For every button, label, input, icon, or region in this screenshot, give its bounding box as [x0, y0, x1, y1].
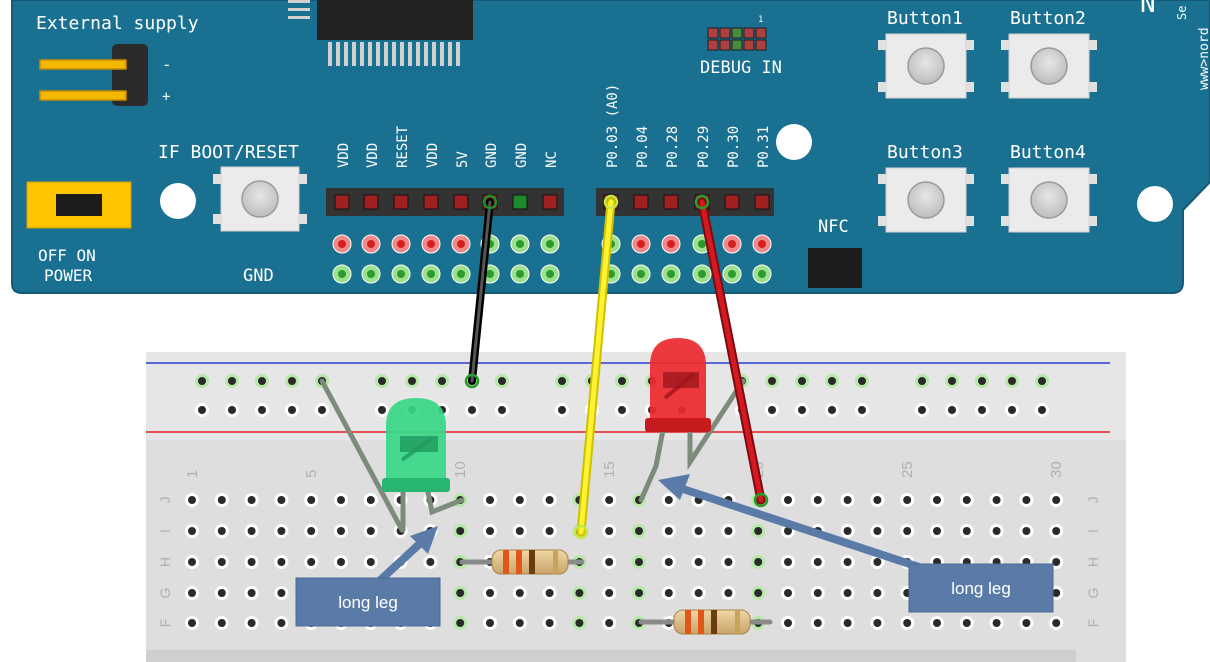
green-led-wire-gnd	[319, 378, 405, 533]
callout-left-text: long leg	[338, 593, 398, 612]
column-number: 30	[1048, 461, 1065, 478]
mounting-hole-left	[160, 183, 196, 219]
header-pin-label: VDD	[425, 143, 441, 168]
callout-left: long leg	[295, 526, 441, 627]
right-pin-header	[596, 188, 774, 216]
resistor-1	[491, 549, 569, 575]
header-pin-label: NC	[544, 151, 560, 168]
header-pin-labels: VDD VDD RESET VDD 5V GND GND NC P0.03 (A0) P0.04 P…	[336, 84, 772, 168]
board-url-text: www>nord	[1197, 27, 1210, 90]
off-on-label: OFF ON	[38, 246, 96, 265]
row-letter: G	[1085, 588, 1101, 599]
button1-label: Button1	[887, 8, 963, 29]
board-pads	[332, 234, 772, 284]
column-number: 25	[899, 461, 916, 478]
callout-right: long leg	[658, 474, 1054, 613]
gnd-label: GND	[243, 266, 274, 286]
mcu-chip	[288, 0, 473, 66]
header-pin-label: VDD	[365, 143, 381, 168]
header-pin-label: P0.29	[696, 126, 712, 168]
row-letter: J	[1085, 497, 1101, 504]
callout-right-text: long leg	[951, 579, 1011, 598]
supply-pin-minus	[39, 59, 127, 70]
header-pin-label: VDD	[336, 143, 352, 168]
row-letter: H	[157, 557, 173, 567]
button4[interactable]	[1001, 167, 1097, 233]
mounting-hole-mid	[776, 124, 812, 160]
reset-button[interactable]	[213, 166, 307, 232]
debug-in-label: DEBUG IN	[700, 58, 782, 78]
board-edge-text: Se	[1175, 6, 1189, 20]
header-pin-label: P0.28	[665, 126, 681, 168]
external-supply-label: External supply	[36, 13, 199, 34]
row-letter: G	[157, 588, 173, 599]
nfc-connector	[808, 248, 862, 288]
button3-label: Button3	[887, 142, 963, 163]
row-letter: F	[1085, 619, 1101, 628]
wires	[468, 197, 766, 537]
button2[interactable]	[1001, 33, 1097, 99]
header-pin-label: P0.31	[756, 126, 772, 168]
header-pin-label: GND	[514, 143, 530, 168]
column-number: 15	[601, 461, 618, 478]
row-letter: F	[157, 619, 173, 628]
row-letters-right: J I H G F	[1085, 497, 1101, 628]
board-logo-letter: N	[1140, 0, 1156, 19]
green-led-long-leg	[425, 489, 465, 516]
callout-right-arrow	[678, 484, 942, 578]
header-pin-label: 5V	[455, 151, 471, 168]
if-boot-reset-label: IF BOOT/RESET	[158, 142, 299, 163]
row-letter: I	[157, 529, 173, 533]
debug-pin1-label: 1	[758, 15, 763, 25]
debug-header	[707, 27, 767, 51]
power-switch[interactable]	[26, 181, 132, 229]
green-led	[382, 398, 450, 492]
left-pin-header	[326, 188, 564, 216]
supply-minus-label: -	[162, 55, 172, 74]
row-letter: H	[1085, 557, 1101, 567]
supply-plus-label: +	[162, 89, 170, 105]
header-pin-label: RESET	[395, 125, 411, 168]
header-pin-label: P0.30	[726, 126, 742, 168]
header-pin-label: P0.04	[635, 126, 651, 168]
button1[interactable]	[878, 33, 974, 99]
red-led-long-leg	[638, 427, 666, 503]
row-letter: I	[1085, 529, 1101, 533]
row-letter: J	[157, 497, 173, 504]
button3[interactable]	[878, 167, 974, 233]
mounting-hole-right	[1137, 186, 1173, 222]
supply-pin-plus	[39, 90, 127, 101]
column-number: 10	[452, 461, 469, 478]
red-led	[645, 338, 711, 432]
nfc-label: NFC	[818, 217, 849, 237]
row-letters-left: J I H G F	[157, 497, 173, 628]
nrf-board: External supply - + 1 DEBUG IN IF BOOT/R…	[11, 0, 1210, 294]
column-number: 5	[303, 470, 320, 478]
power-label: POWER	[44, 266, 93, 285]
column-number: 1	[184, 470, 201, 478]
button2-label: Button2	[1010, 8, 1086, 29]
header-pin-label: P0.03 (A0)	[605, 84, 621, 168]
red-led-short-leg	[687, 378, 746, 471]
button4-label: Button4	[1010, 142, 1086, 163]
resistor-2	[673, 609, 751, 635]
header-pin-label: GND	[484, 143, 500, 168]
